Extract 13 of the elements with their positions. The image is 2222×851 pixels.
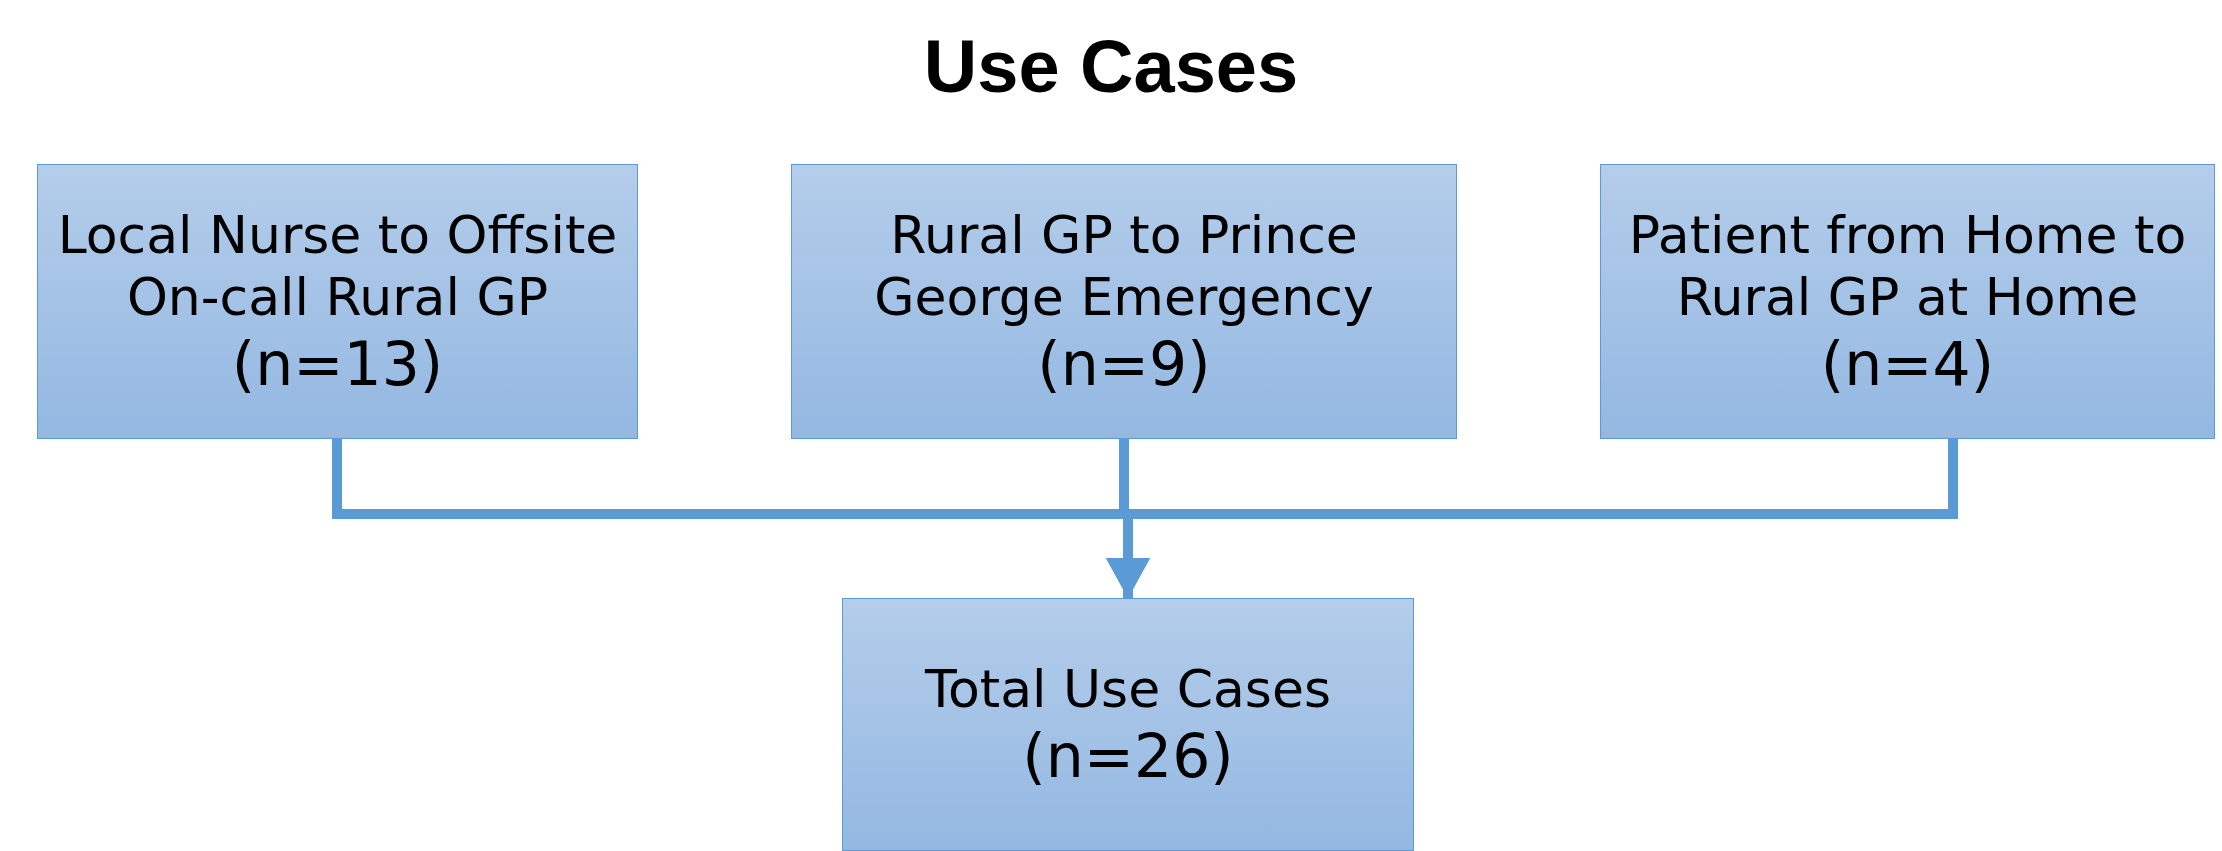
process-box	[842, 598, 1414, 851]
count-label: (n=26)	[1022, 719, 1234, 792]
node-label: Total Use Cases	[925, 657, 1331, 720]
process-box	[791, 164, 1457, 439]
diagram-title: Use Cases	[922, 24, 1300, 110]
count-label: (n=13)	[231, 327, 444, 400]
node-label: Rural GP to Prince George Emergency	[873, 203, 1375, 328]
count-label: (n=4)	[1820, 327, 1995, 400]
count-label: (n=9)	[1037, 327, 1211, 400]
node-label: Local Nurse to Offsite On-call Rural GP	[56, 203, 619, 328]
process-box	[37, 164, 638, 439]
node-label: Patient from Home to Rural GP at Home	[1627, 203, 2188, 328]
process-box	[1600, 164, 2215, 439]
